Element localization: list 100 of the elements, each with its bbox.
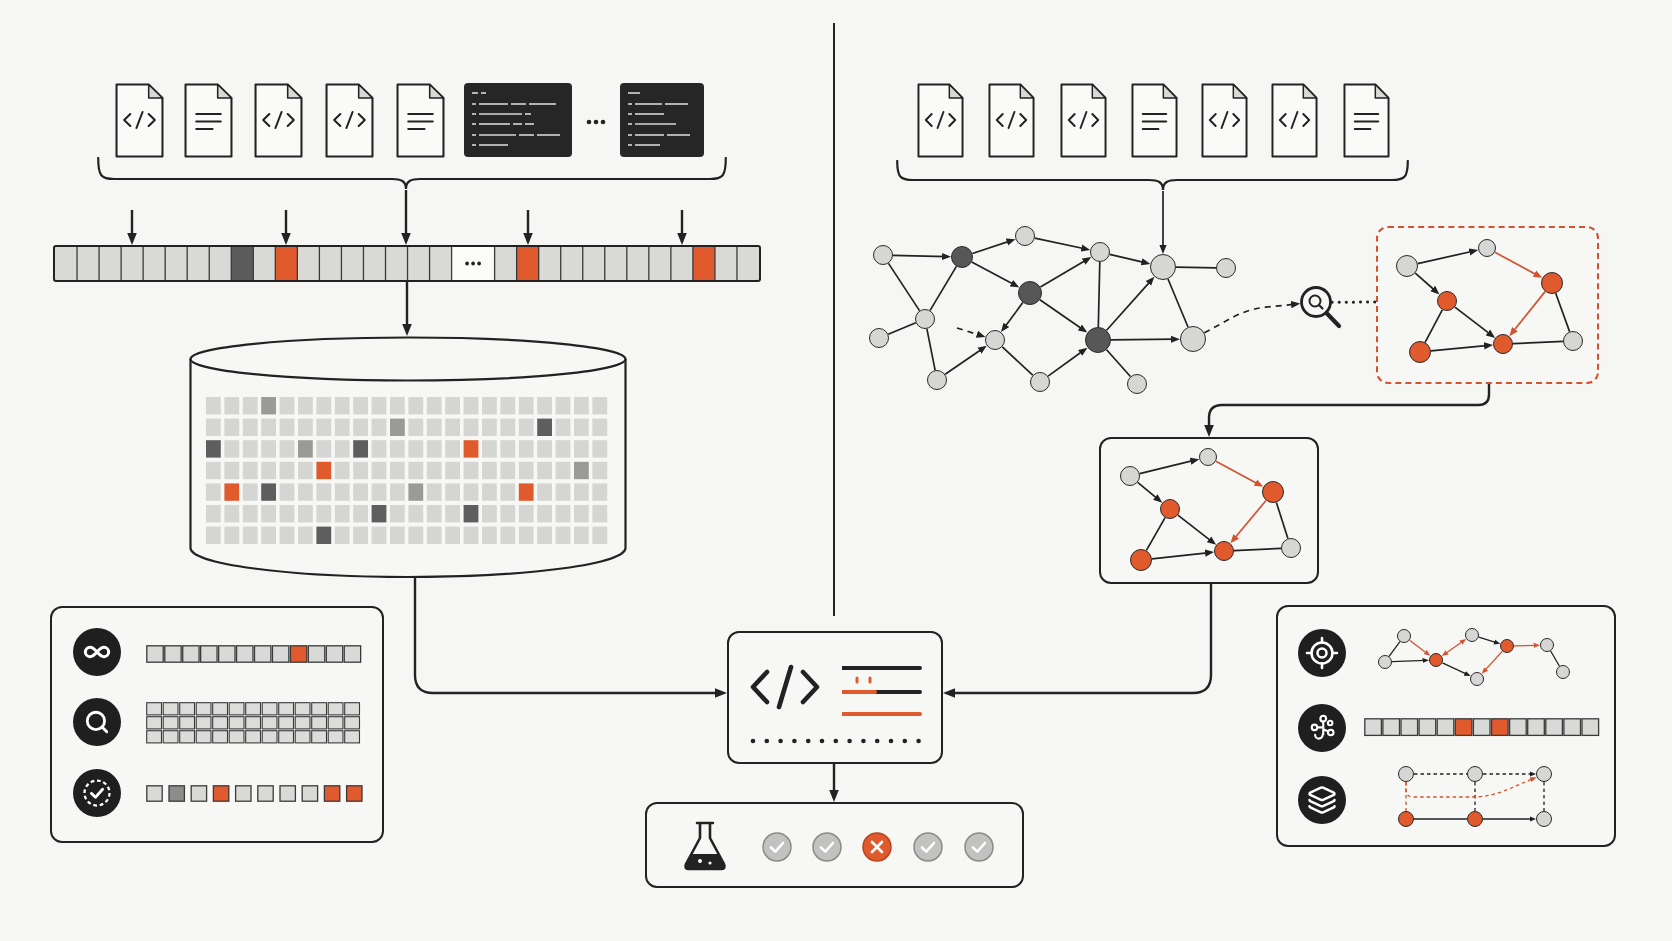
database-cylinder — [189, 336, 627, 578]
arrow — [1408, 639, 1431, 656]
connector-line — [1424, 308, 1444, 344]
arrow — [944, 345, 987, 376]
dashed-selection-box — [1376, 226, 1599, 384]
dashed-arrow — [956, 327, 986, 338]
graph-node — [1180, 326, 1206, 352]
graph-node — [1409, 341, 1431, 363]
arrow — [1138, 457, 1200, 475]
graph-node — [1465, 628, 1479, 642]
arrow — [1039, 257, 1092, 288]
graph-node — [1398, 766, 1414, 782]
arrow — [1478, 636, 1501, 645]
graph-node — [1281, 538, 1301, 558]
graph-node — [1150, 254, 1176, 280]
arrow — [829, 764, 839, 802]
arrow — [1414, 272, 1440, 295]
connector-line — [1388, 641, 1401, 657]
magnifier-icon — [1299, 285, 1343, 331]
arrow — [1513, 642, 1541, 648]
graph-node — [1018, 281, 1042, 305]
graph-node — [1536, 766, 1552, 782]
dotted-line — [1330, 300, 1378, 304]
graph-node — [927, 370, 947, 390]
connector-line — [926, 327, 936, 372]
arrow — [1215, 460, 1264, 487]
connector-line — [887, 262, 921, 312]
arrow — [1159, 190, 1167, 254]
arrow — [1033, 237, 1091, 252]
arrow — [1416, 248, 1479, 265]
arrow — [402, 282, 412, 336]
arrow — [1454, 306, 1496, 338]
dashed-line — [1543, 781, 1545, 812]
graph-node — [951, 246, 973, 268]
graph-node — [1085, 327, 1111, 353]
graph-node — [1199, 448, 1217, 466]
graph-node — [1397, 629, 1411, 643]
arrow — [1001, 301, 1024, 332]
arrow — [1177, 514, 1217, 545]
connector-line — [1145, 516, 1166, 552]
arrow — [1481, 650, 1503, 674]
connector-line — [1512, 340, 1564, 345]
arrow — [1509, 290, 1546, 337]
connector-line — [1167, 278, 1189, 328]
connector-line — [1413, 818, 1468, 820]
arrow — [1482, 816, 1537, 822]
arrow — [1430, 342, 1494, 352]
connector-line — [1554, 292, 1571, 333]
arrow — [413, 578, 727, 698]
connector-line — [1233, 547, 1282, 552]
graph-node — [1437, 291, 1457, 311]
graph-node — [1127, 374, 1147, 394]
arrow — [1039, 298, 1088, 333]
subgraph-panel — [1099, 437, 1319, 584]
graph-node — [1467, 811, 1483, 827]
graph-node — [1130, 549, 1152, 571]
graph-node — [1429, 653, 1443, 667]
icon-panel — [1276, 605, 1616, 847]
graph-node — [915, 309, 935, 329]
curly-brace — [896, 160, 1409, 191]
graph-node — [1556, 665, 1570, 679]
arrow — [1105, 276, 1155, 332]
arrow — [523, 210, 533, 245]
graph-node — [1160, 499, 1180, 519]
arrow — [401, 190, 411, 245]
graph-node — [1540, 638, 1554, 652]
graph-node — [1541, 272, 1563, 294]
dashed-line — [1474, 781, 1476, 812]
graph-node — [1398, 811, 1414, 827]
dashed-arrow — [1482, 771, 1537, 777]
connector-line — [1001, 345, 1034, 377]
connector-line — [1275, 501, 1289, 540]
graph-node — [1536, 811, 1552, 827]
graph-node — [1396, 255, 1418, 277]
graph-node — [1470, 672, 1484, 686]
connector-line — [1105, 348, 1132, 378]
token-bar — [53, 245, 761, 282]
arrow — [892, 252, 951, 261]
arrow — [127, 210, 137, 245]
arrow — [1441, 662, 1471, 677]
icon-panel — [50, 606, 384, 843]
graph-node — [1090, 242, 1110, 262]
graph-node — [985, 330, 1005, 350]
graph-node — [1563, 331, 1583, 351]
code-panel — [727, 631, 943, 764]
dashed-line — [1413, 773, 1468, 775]
graph-node — [1467, 766, 1483, 782]
curly-brace — [97, 157, 727, 190]
connector-line — [929, 265, 958, 312]
arrow — [1108, 253, 1151, 266]
connector-line — [1549, 650, 1561, 667]
graph-node — [1015, 226, 1035, 246]
arrow — [1230, 499, 1267, 544]
graph-node — [1262, 481, 1284, 503]
arrow — [970, 261, 1020, 288]
arrow — [1136, 481, 1163, 503]
arrow — [943, 584, 1213, 698]
arrow — [971, 238, 1016, 255]
arrow — [281, 210, 291, 245]
arrow — [1047, 347, 1088, 377]
